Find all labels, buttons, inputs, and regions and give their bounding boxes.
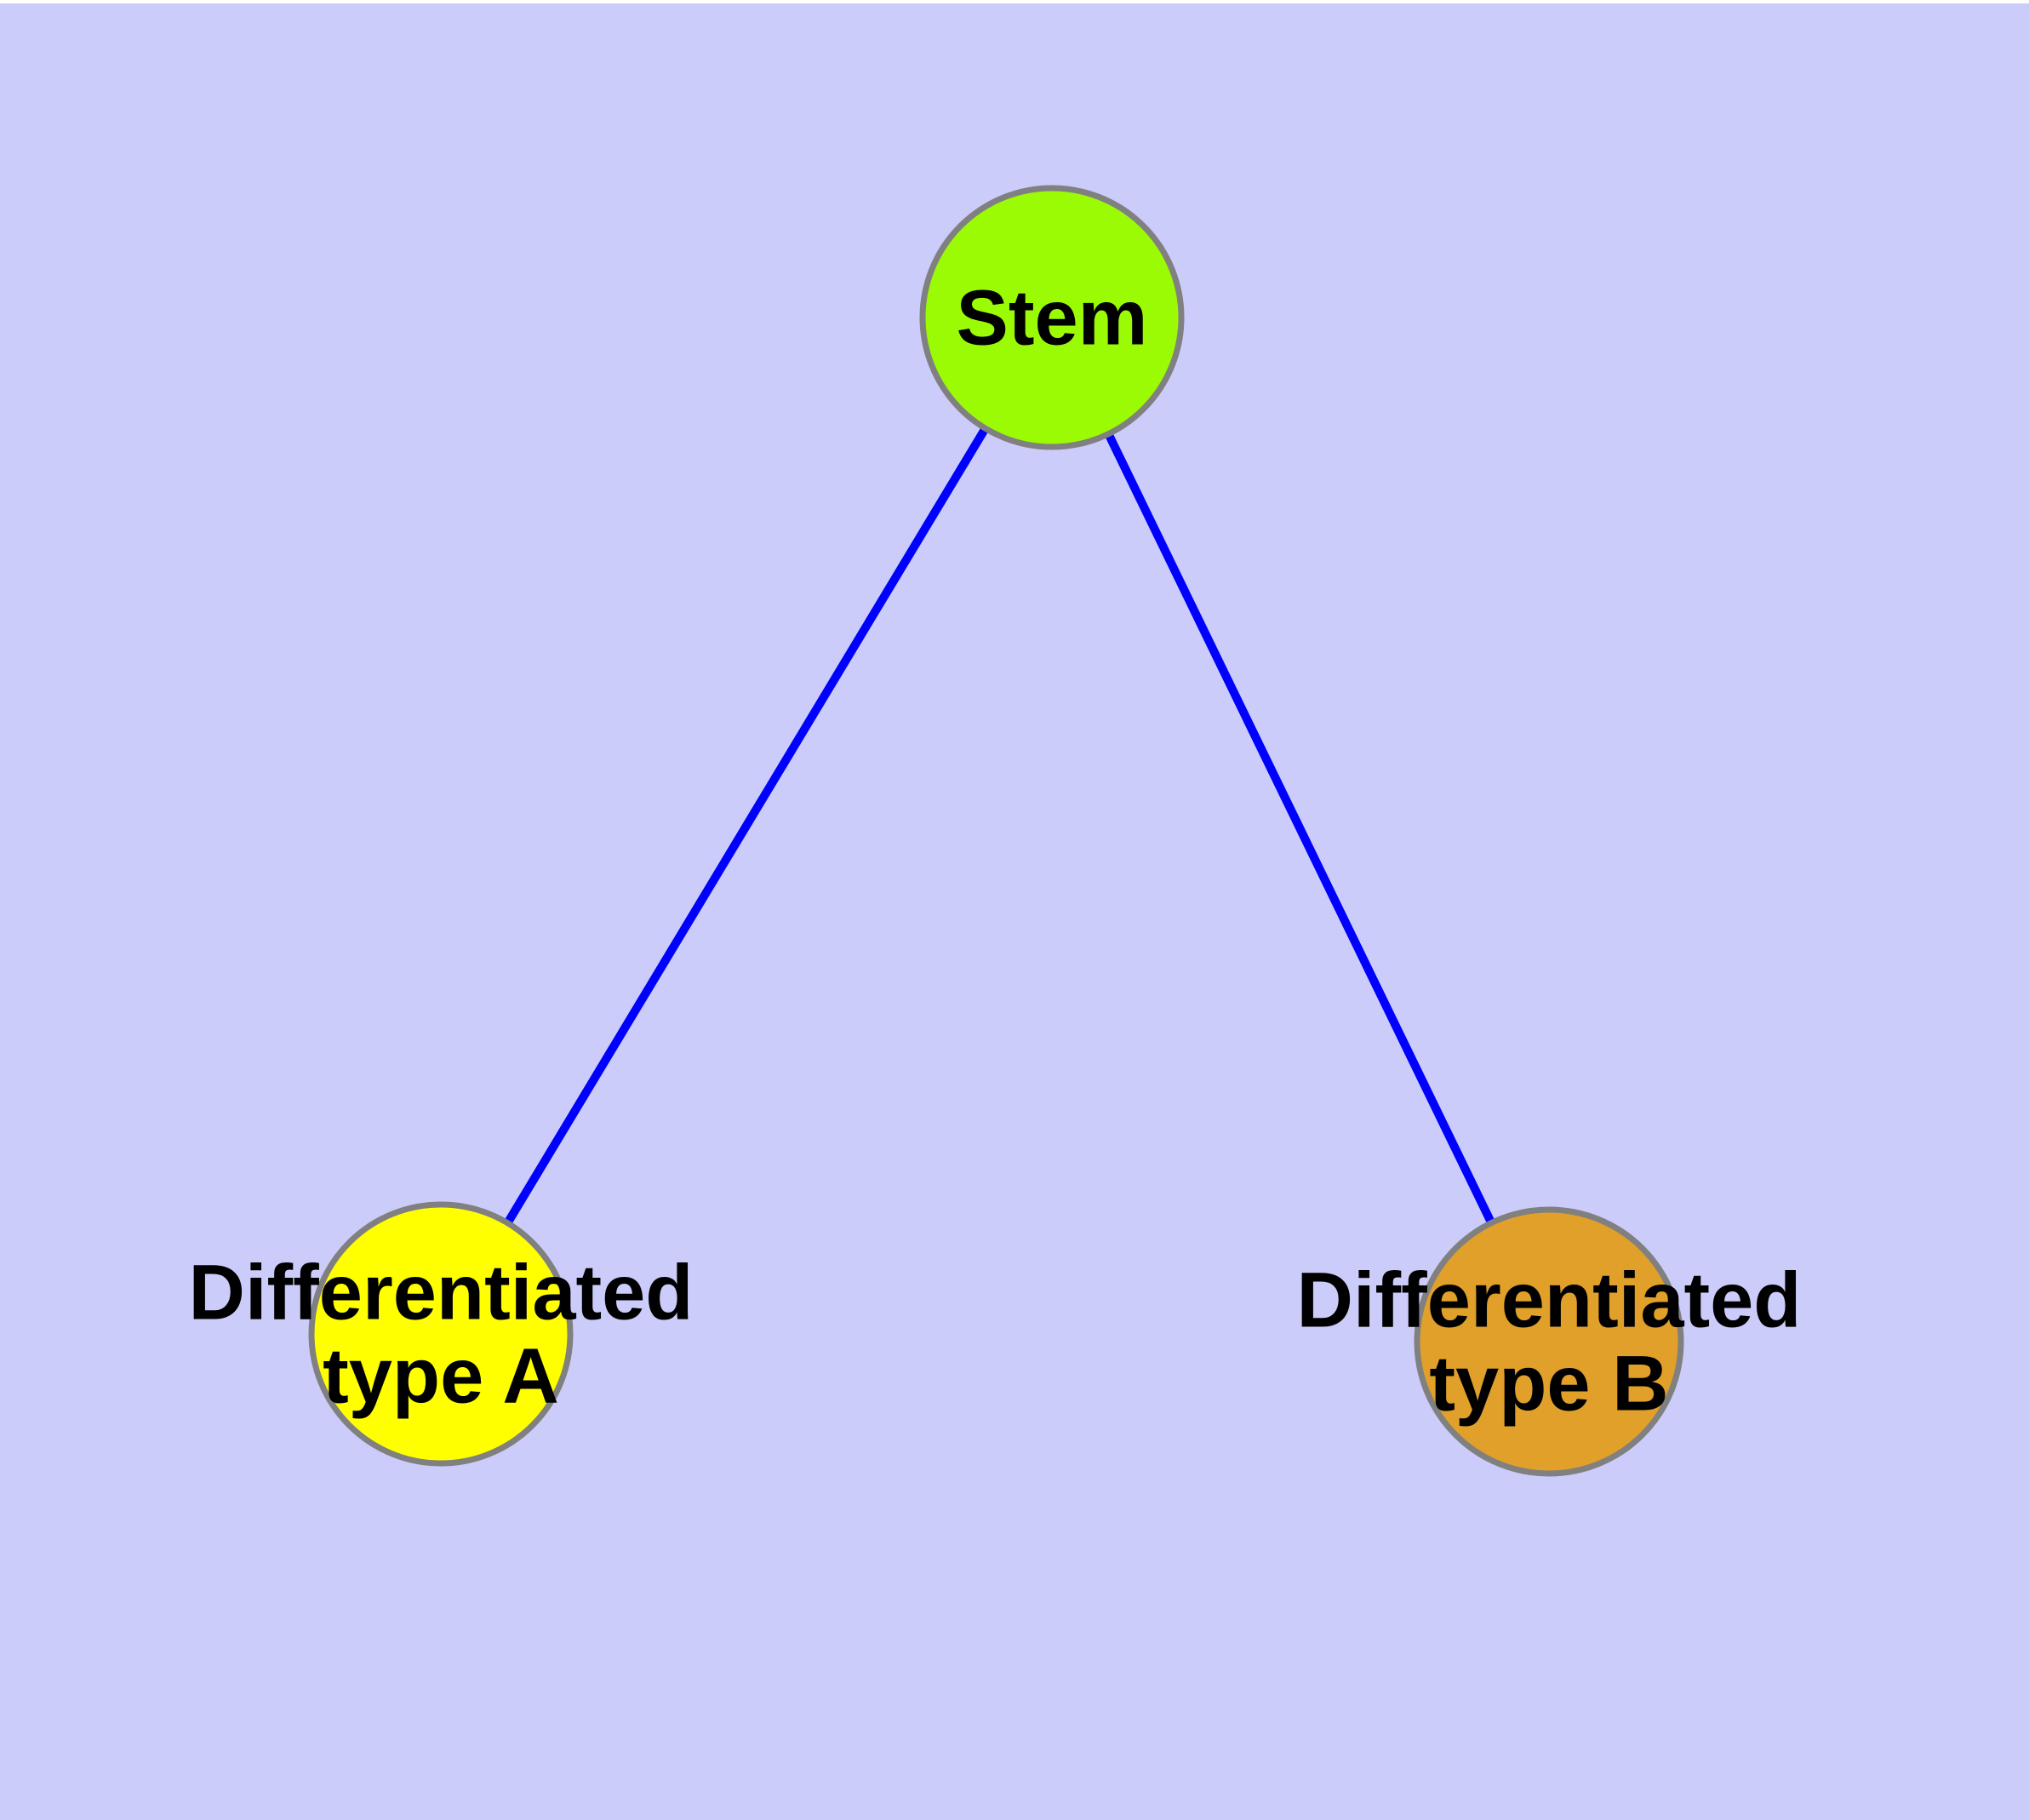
edge-stem-diff_b bbox=[1048, 315, 1553, 1344]
node-label-stem: Stem bbox=[957, 275, 1148, 362]
node-label-line: Differentiated bbox=[1297, 1257, 1802, 1344]
edges-layer bbox=[437, 315, 1553, 1344]
node-label-line: type B bbox=[1429, 1341, 1668, 1428]
node-diff_a[interactable] bbox=[308, 1201, 574, 1467]
nodes-layer bbox=[308, 185, 1684, 1477]
node-label-line: Differentiated bbox=[189, 1250, 694, 1336]
node-label-line: Stem bbox=[957, 275, 1148, 362]
node-label-line: type A bbox=[323, 1333, 559, 1420]
edge-stem-diff_a bbox=[437, 315, 1056, 1336]
node-diff_b[interactable] bbox=[1414, 1206, 1684, 1477]
node-stem[interactable] bbox=[919, 185, 1185, 450]
